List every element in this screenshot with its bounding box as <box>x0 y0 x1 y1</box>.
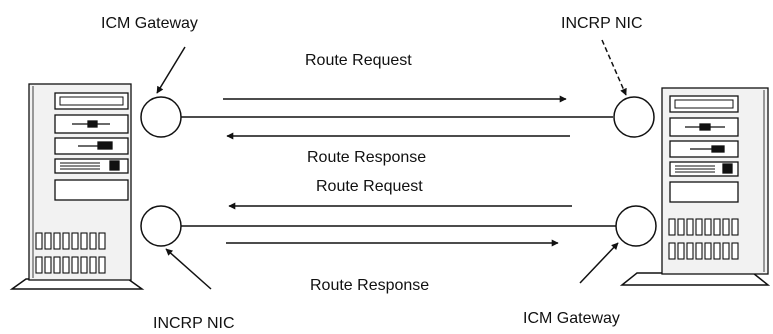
right-server-icon <box>619 87 771 286</box>
left-gateway-label: ICM Gateway <box>101 15 198 32</box>
left-nic-pointer <box>165 248 212 290</box>
route-response-label-bottom: Route Response <box>310 277 429 294</box>
right-nic-pointer <box>601 39 627 96</box>
left-nic-label: INCRP NIC <box>153 315 235 332</box>
right-gateway-pointer <box>579 242 619 284</box>
right-gateway-label: ICM Gateway <box>523 310 620 327</box>
left-gateway-pointer <box>156 46 186 94</box>
right-nic-label: INCRP NIC <box>561 15 643 32</box>
right-nic-node <box>613 96 655 138</box>
route-request-label-top: Route Request <box>305 52 412 69</box>
right-gateway-node <box>615 205 657 247</box>
left-gateway-node <box>140 96 182 138</box>
left-nic-node <box>140 205 182 247</box>
left-server-icon <box>9 83 145 290</box>
route-response-label-top: Route Response <box>307 149 426 166</box>
route-request-label-bottom: Route Request <box>316 178 423 195</box>
